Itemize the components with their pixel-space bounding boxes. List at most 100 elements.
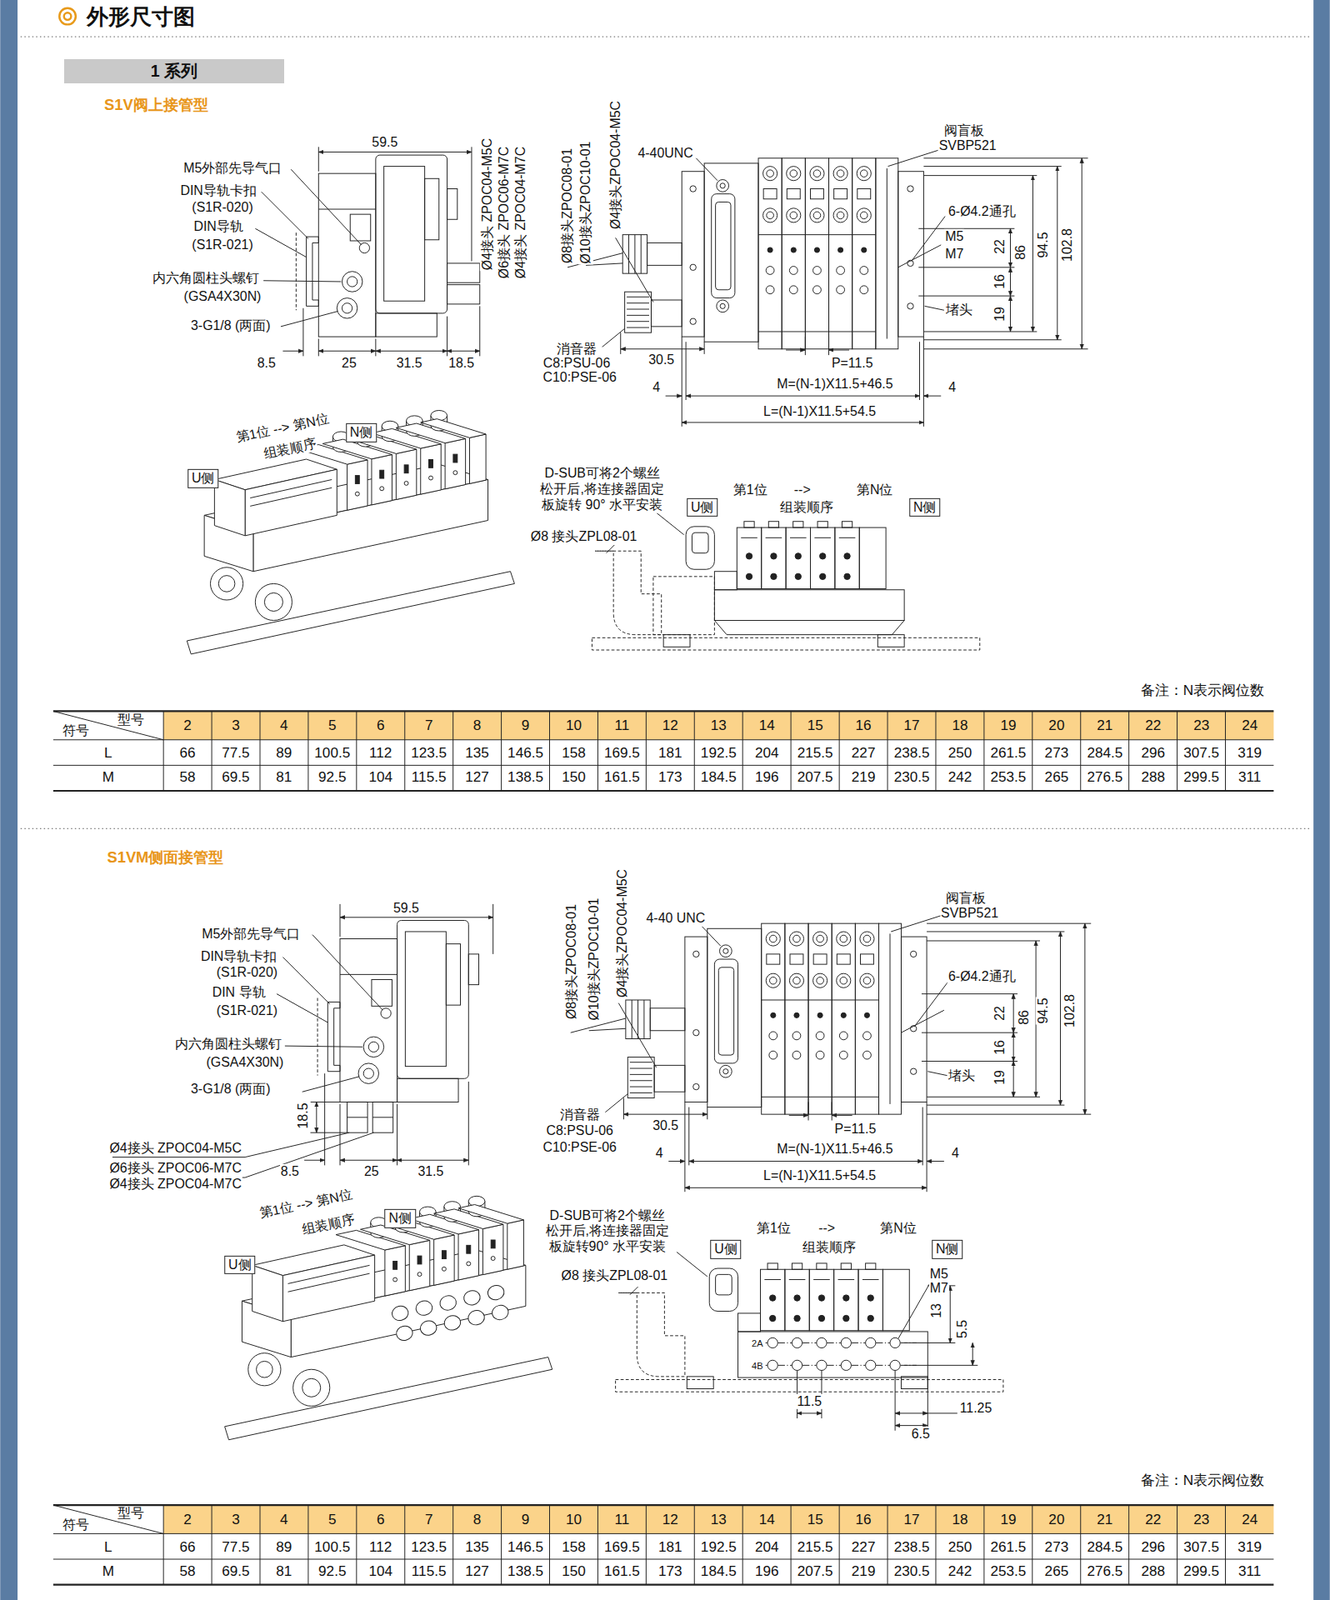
drawing-label: M5外部先导气口 — [182, 160, 283, 176]
line-art-ellipse — [390, 1304, 410, 1322]
line-art-line — [20, 36, 1311, 38]
table-header: 23 — [1192, 1511, 1210, 1529]
line-art-use — [53, 710, 1274, 791]
drawing-label: DIN导轨 — [192, 219, 244, 235]
drawing-label: 备注：N表示阀位数 — [1140, 1472, 1265, 1490]
table-cell: 242 — [947, 1563, 974, 1580]
line-art-circle — [816, 1337, 827, 1348]
table-header: 14 — [758, 1511, 776, 1529]
side-tag: N侧 — [345, 423, 378, 442]
drawing-label: --> — [817, 1220, 836, 1235]
line-art-path — [325, 1073, 470, 1165]
table-cell: 69.5 — [220, 769, 250, 786]
line-art-use — [276, 920, 479, 1102]
drawing-label: SVBP521 — [938, 138, 998, 154]
table-cell: 66 — [178, 1539, 196, 1556]
table-cell: 123.5 — [410, 745, 448, 762]
drawing-label: Ø4接头 ZPOC04-M7C — [108, 1176, 242, 1192]
table-cell: 115.5 — [410, 1563, 448, 1580]
table-cell: 284.5 — [1085, 1539, 1124, 1556]
table-cell: 89 — [275, 1539, 293, 1556]
section-heading: S1V阀上接管型 — [103, 96, 210, 115]
table-cell: 230.5 — [893, 769, 931, 786]
table-cell: 115.5 — [410, 769, 448, 786]
table-header: 15 — [806, 717, 825, 735]
table-header: 13 — [710, 717, 728, 735]
table-cell: 127 — [464, 769, 490, 786]
table-header: 2 — [182, 717, 193, 735]
table-cell: 265 — [1044, 1563, 1070, 1580]
table-header: 8 — [472, 717, 483, 735]
line-art-rect — [900, 1376, 928, 1390]
line-art-line — [318, 151, 472, 153]
drawing-label: 2A — [750, 1338, 764, 1350]
table-cell: 196 — [754, 769, 780, 786]
drawing-label: Ø4接头 ZPOC04-M5C — [480, 137, 495, 271]
line-art-rect — [591, 637, 980, 650]
table-cell: 161.5 — [603, 1563, 641, 1580]
table-cell: 219 — [850, 1563, 877, 1580]
drawing-label: 31.5 — [395, 355, 424, 371]
table-cell: 104 — [367, 769, 394, 786]
table-cell: 253.5 — [990, 1563, 1028, 1580]
drawing-label: C8:PSU-06 — [545, 1123, 614, 1139]
table-header: 6 — [375, 1511, 386, 1529]
node-text: U侧 — [690, 500, 715, 515]
line-art-use — [53, 1505, 1274, 1585]
table-cell: 196 — [754, 1563, 780, 1580]
table-cell: 296 — [1140, 1539, 1166, 1556]
line-art-circle — [64, 12, 72, 20]
node-text: U侧 — [191, 470, 215, 485]
node-text: N侧 — [388, 1210, 412, 1225]
drawing-label: 30.5 — [651, 1118, 680, 1134]
drawing-label: 16 — [992, 1039, 1008, 1056]
table-cell: 58 — [178, 769, 196, 786]
table-header: 3 — [230, 1511, 241, 1529]
drawing-label: 94.5 — [1035, 996, 1051, 1025]
table-cell: 169.5 — [603, 745, 641, 762]
drawing-label: SVBP521 — [940, 905, 1000, 921]
table-cell: 77.5 — [220, 1539, 250, 1556]
table-cell: 273 — [1044, 1539, 1070, 1556]
drawing-label: 59.5 — [392, 900, 420, 916]
table-cell: 219 — [850, 769, 877, 786]
line-art-use — [255, 155, 457, 337]
drawing-label: 组装顺序 — [300, 1211, 357, 1239]
line-art-line — [340, 916, 494, 918]
drawing-label: 6-Ø4.2通孔 — [947, 969, 1017, 985]
table-header: 17 — [903, 1511, 921, 1529]
drawing-label: 阀盲板 — [943, 123, 985, 139]
drawing-label: 31.5 — [416, 1164, 445, 1180]
table-cell: 92.5 — [317, 769, 347, 786]
drawing-label: 板旋转90° 水平安装 — [548, 1238, 667, 1254]
table-cell: 238.5 — [893, 745, 931, 762]
drawing-label: 59.5 — [370, 135, 399, 150]
drawing-label: C10:PSE-06 — [542, 1140, 618, 1155]
line-art-line — [927, 1412, 958, 1414]
section-heading: S1VM侧面接管型 — [105, 848, 225, 866]
line-art-path — [595, 550, 662, 635]
table-cell: 150 — [560, 769, 587, 786]
drawing-label: Ø4接头 ZPOC04-M7C — [513, 145, 529, 280]
table-header: 15 — [806, 1511, 825, 1529]
table-header: 3 — [230, 717, 241, 735]
table-corner: 符号 — [61, 1517, 90, 1533]
line-art-line — [304, 1160, 325, 1161]
drawing-label: 消音器 — [559, 1106, 601, 1122]
drawing-label: 组装顺序 — [801, 1240, 857, 1255]
drawing-label: D-SUB可将2个螺丝 — [549, 1208, 666, 1224]
drawing-label: L=(N-1)X11.5+54.5 — [762, 1168, 877, 1184]
table-cell: 173 — [657, 769, 684, 786]
drawing-label: 22 — [992, 239, 1008, 256]
drawing-label: M5 — [944, 229, 965, 245]
drawing-label: DIN导轨卡扣 — [200, 949, 278, 965]
drawing-label: 94.5 — [1035, 230, 1051, 259]
node-text: U侧 — [714, 1241, 738, 1256]
line-art-circle — [767, 1360, 778, 1370]
line-art-path — [318, 146, 472, 261]
drawing-label: 8.5 — [256, 355, 277, 371]
table-header: 7 — [424, 1511, 435, 1529]
table-cell: 81 — [275, 769, 293, 786]
line-art-ellipse — [395, 1324, 415, 1342]
table-header: 4 — [279, 717, 290, 735]
